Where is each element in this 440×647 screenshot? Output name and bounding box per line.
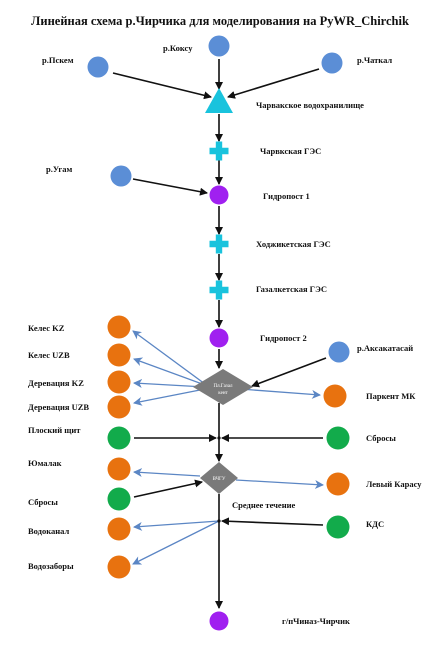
edge-div1-to-parkent bbox=[239, 388, 321, 399]
label-div2: ВЧГУ bbox=[213, 477, 226, 482]
label-derkz: Деревация KZ bbox=[28, 378, 84, 388]
label-ges1: Чарвкская ГЭС bbox=[260, 146, 321, 156]
node-vodok bbox=[107, 517, 131, 541]
label-kelesuz: Келес UZB bbox=[28, 350, 70, 360]
node-parkent bbox=[323, 384, 347, 408]
edges-layer bbox=[112, 59, 327, 609]
node-aksak bbox=[328, 341, 350, 363]
node-div1 bbox=[193, 369, 253, 405]
label-deruz: Деревация UZB bbox=[28, 402, 89, 412]
label-ges3: Газалкетская ГЭС bbox=[256, 284, 327, 294]
edge-div2-to-yumal bbox=[133, 467, 201, 477]
node-vodoz bbox=[107, 555, 131, 579]
node-keleskz bbox=[107, 315, 131, 339]
junction-dot-1 bbox=[217, 436, 221, 440]
edge-chatkal-to-res bbox=[227, 68, 320, 99]
node-sbr1 bbox=[326, 426, 350, 450]
node-chinaz bbox=[209, 611, 229, 631]
label-vodoz: Водозаборы bbox=[28, 561, 74, 571]
node-kds bbox=[326, 515, 350, 539]
node-kelesuz bbox=[107, 343, 131, 367]
label-plosk: Плоский щит bbox=[28, 425, 81, 435]
label-keleskz: Келес KZ bbox=[28, 323, 65, 333]
label-aksak: р.Аксакатасай bbox=[357, 343, 413, 353]
node-yumal bbox=[107, 457, 131, 481]
label-koksu: р.Коксу bbox=[163, 43, 193, 53]
edge-kds-to-main bbox=[221, 517, 324, 526]
node-koksu bbox=[208, 35, 230, 57]
node-plosk bbox=[107, 426, 131, 450]
node-ges1 bbox=[209, 141, 229, 161]
node-ges2 bbox=[209, 234, 229, 254]
node-levkar bbox=[326, 472, 350, 496]
node-sbr2 bbox=[107, 487, 131, 511]
node-deruz bbox=[107, 395, 131, 419]
label-parkent: Паркент МК bbox=[366, 391, 416, 401]
label-chinaz: г/пЧиназ-Чирчик bbox=[282, 616, 350, 626]
edge-div1-to-keleskz bbox=[132, 330, 206, 385]
label-chatkal: р.Чаткал bbox=[357, 55, 392, 65]
edge-div2-to-levkar bbox=[235, 479, 324, 490]
label-ugam: р.Угам bbox=[46, 164, 73, 174]
edge-pskem-to-res bbox=[112, 72, 212, 100]
edge-sbr2-to-div2 bbox=[133, 479, 203, 498]
node-gp2 bbox=[209, 328, 229, 348]
edge-main-to-vodoz bbox=[132, 520, 220, 565]
label-res: Чарвакское водохранилище bbox=[256, 100, 364, 110]
node-derkz bbox=[107, 370, 131, 394]
label-sbr1: Сбросы bbox=[366, 433, 396, 443]
label-gp1: Гидропост 1 bbox=[263, 191, 310, 201]
diagram-title: Линейная схема р.Чирчика для моделирован… bbox=[31, 14, 409, 28]
label-yumal: Юмалак bbox=[28, 458, 62, 468]
label-levkar: Левый Карасу bbox=[366, 479, 422, 489]
edge-ugam-to-gp1 bbox=[132, 178, 208, 196]
label-sredn: Среднее течение bbox=[232, 500, 295, 510]
node-pskem bbox=[87, 56, 109, 78]
edge-aksak-to-div1 bbox=[251, 357, 327, 388]
label-ges2: Ходжикетская ГЭС bbox=[256, 239, 331, 249]
node-ugam bbox=[110, 165, 132, 187]
edge-div1-to-deruz bbox=[133, 388, 206, 406]
label-sbr2: Сбросы bbox=[28, 497, 58, 507]
edge-main-to-vodok bbox=[133, 520, 220, 531]
node-chatkal bbox=[321, 52, 343, 74]
label-pskem: р.Пскем bbox=[42, 55, 74, 65]
label-gp2: Гидропост 2 bbox=[260, 333, 307, 343]
node-res bbox=[205, 88, 233, 113]
label-kds: КДС bbox=[366, 519, 384, 529]
node-gp1 bbox=[209, 185, 229, 205]
edge-div1-to-kelesuz bbox=[133, 357, 206, 386]
node-div2 bbox=[200, 462, 238, 494]
node-ges3 bbox=[209, 280, 229, 300]
junction-dot-2 bbox=[217, 519, 221, 523]
edge-div1-to-derkz bbox=[133, 378, 206, 388]
label-vodok: Водоканал bbox=[28, 526, 69, 536]
